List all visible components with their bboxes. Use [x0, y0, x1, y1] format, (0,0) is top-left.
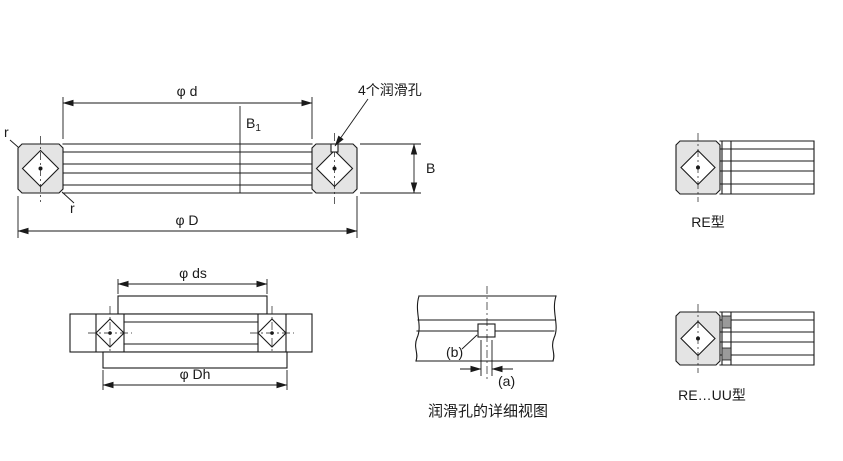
crossed-rollers: [21, 149, 354, 188]
extension-lines: [360, 143, 421, 194]
extension-lines: [480, 340, 493, 376]
dim-phi-d: φ d: [62, 83, 313, 139]
main-cross-section: φ d B1 4个润滑孔 B r r φ D: [4, 82, 435, 238]
chamfer-r-top: r: [4, 124, 19, 148]
ring-segment-outline: [415, 295, 557, 362]
lube-holes-label: 4个润滑孔: [358, 82, 422, 98]
seal-top: [721, 315, 732, 329]
dim-B: B: [360, 143, 435, 194]
dim-label-b: (b): [446, 344, 463, 360]
r-label: r: [70, 200, 75, 216]
re-type-label: RE型: [691, 214, 724, 230]
lube-holes-callout: 4个润滑孔: [334, 82, 422, 147]
lube-hole-detail: (a) (b) 润滑孔的详细视图: [415, 286, 557, 420]
seal-bottom: [721, 347, 732, 361]
dim-label-Dh: φ Dh: [180, 366, 211, 382]
extension-lines: [117, 279, 268, 294]
shaft-step-plate: [117, 295, 268, 315]
dim-label-D: φ D: [175, 212, 198, 228]
ring-section-lines: [719, 140, 815, 195]
crossed-rollers: [95, 318, 287, 348]
dim-label-a: (a): [498, 373, 515, 389]
detail-caption: 润滑孔的详细视图: [428, 403, 548, 420]
leader-line: [9, 139, 19, 148]
chamfer-r-inner: r: [61, 191, 75, 216]
dim-label-B: B: [426, 160, 435, 176]
lube-hole-section: [477, 323, 496, 338]
dim-a: (a): [460, 340, 515, 389]
dim-label-b1: B1: [246, 115, 261, 134]
leader-line: [334, 98, 369, 147]
dim-b: (b): [446, 334, 478, 360]
dim-label-ds: φ ds: [179, 265, 207, 281]
mounting-cross-section: φ ds φ Dh: [69, 265, 313, 390]
roller-centerlines: [88, 306, 294, 360]
re-type-figure: RE型: [675, 133, 815, 230]
re-uu-type-label: RE…UU型: [678, 387, 746, 403]
dim-phi-ds: φ ds: [117, 265, 268, 294]
lube-hole: [330, 143, 339, 153]
ring-section-lines: [719, 311, 815, 366]
r-label: r: [4, 124, 9, 140]
leader-line: [461, 334, 478, 350]
re-uu-type-figure: RE…UU型: [675, 304, 815, 403]
dim-phi-Dh: φ Dh: [102, 366, 288, 390]
ring-section-lines: [62, 143, 313, 194]
inner-ring-lines: [123, 321, 259, 345]
leader-line: [61, 191, 75, 204]
housing-step-plate: [102, 351, 288, 369]
dim-label-d: φ d: [177, 83, 198, 99]
dim-phi-D: φ D: [17, 196, 358, 238]
